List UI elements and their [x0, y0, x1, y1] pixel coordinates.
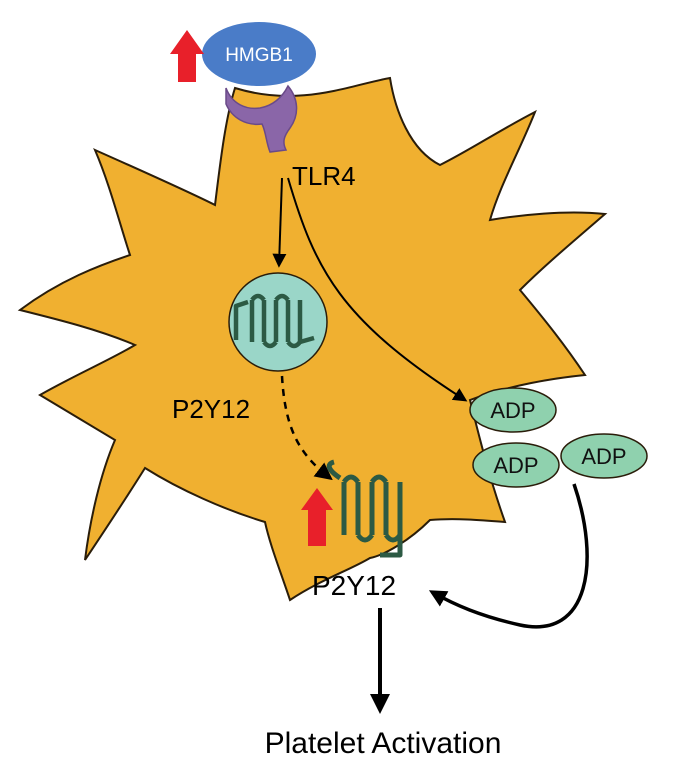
hmgb1-label: HMGB1: [225, 45, 293, 66]
red-up-arrow-icon: [170, 30, 204, 82]
hmgb1-ellipse: [202, 22, 316, 86]
tlr4-receptor: [225, 84, 298, 153]
p2y12-internal-label: P2Y12: [172, 394, 250, 424]
platelet-activation-label: Platelet Activation: [265, 727, 502, 760]
adp-ellipse-1: [469, 387, 557, 433]
dashed-arrow-translocation: [280, 375, 333, 481]
arrow-adp-to-p2y12: [428, 483, 589, 629]
arrow-tlr4-to-adp: [287, 177, 468, 402]
red-up-arrow-icon: [301, 488, 333, 546]
adp-label-2: ADP: [493, 453, 538, 478]
adp-label-3: ADP: [581, 444, 626, 469]
adp-ellipse-2: [472, 442, 560, 488]
p2y12-internal-receptor-icon: [233, 293, 315, 349]
p2y12-membrane-label: P2Y12: [312, 570, 396, 601]
adp-label-1: ADP: [490, 398, 535, 423]
arrow-tlr4-to-p2y12: [272, 177, 287, 268]
adp-ellipse-3: [560, 433, 648, 479]
p2y12-membrane-receptor-icon: [326, 459, 403, 558]
tlr4-label: TLR4: [292, 161, 356, 191]
